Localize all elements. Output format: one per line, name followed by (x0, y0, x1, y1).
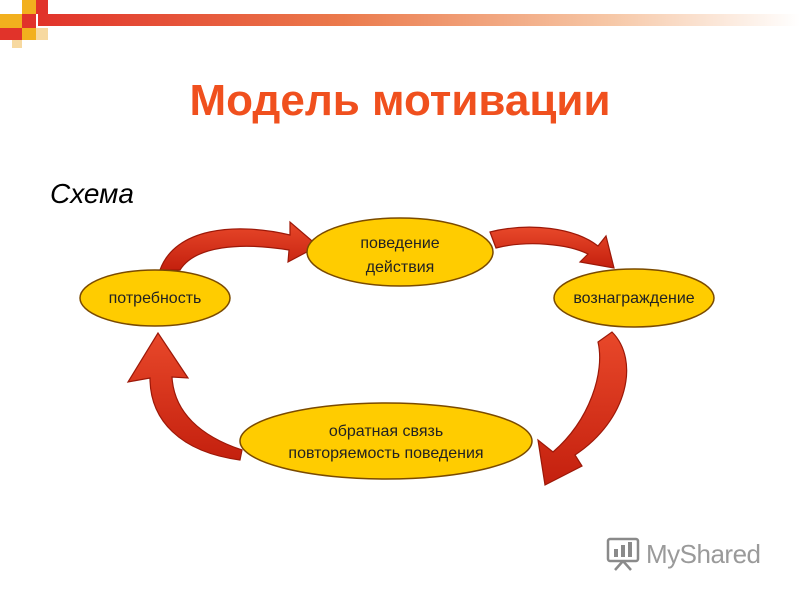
arrow-reward-to-feedback (537, 331, 628, 486)
node-need-label: потребность (109, 290, 202, 307)
arrow-feedback-to-need (126, 331, 243, 461)
myshared-logo-icon (606, 537, 640, 571)
watermark: MyShared (606, 536, 761, 572)
node-behavior-label-2: действия (366, 259, 435, 276)
deco-square (0, 14, 22, 28)
header-gradient-bar (38, 14, 800, 26)
node-need: потребность (79, 269, 231, 327)
deco-square (0, 28, 22, 40)
arrow-need-to-behavior (159, 220, 320, 271)
watermark-text: MyShared (646, 538, 761, 569)
node-behavior: поведение действия (306, 217, 494, 287)
slide-subtitle: Схема (50, 178, 134, 209)
deco-square (22, 28, 36, 40)
arrow-behavior-to-reward (489, 226, 615, 269)
header-decoration (0, 0, 800, 50)
node-feedback-label: обратная связь (329, 423, 443, 440)
deco-square (22, 14, 36, 28)
deco-square (36, 0, 48, 14)
deco-square (22, 0, 36, 14)
deco-square (12, 40, 22, 48)
node-reward-label: вознаграждение (573, 290, 694, 307)
deco-square (36, 28, 48, 40)
slide-title: Модель мотивации (189, 76, 611, 125)
node-feedback-label-2: повторяемость поведения (288, 445, 483, 462)
node-feedback: обратная связь повторяемость поведения (239, 402, 533, 480)
node-reward: вознаграждение (553, 268, 715, 328)
node-behavior-label: поведение (360, 235, 439, 252)
